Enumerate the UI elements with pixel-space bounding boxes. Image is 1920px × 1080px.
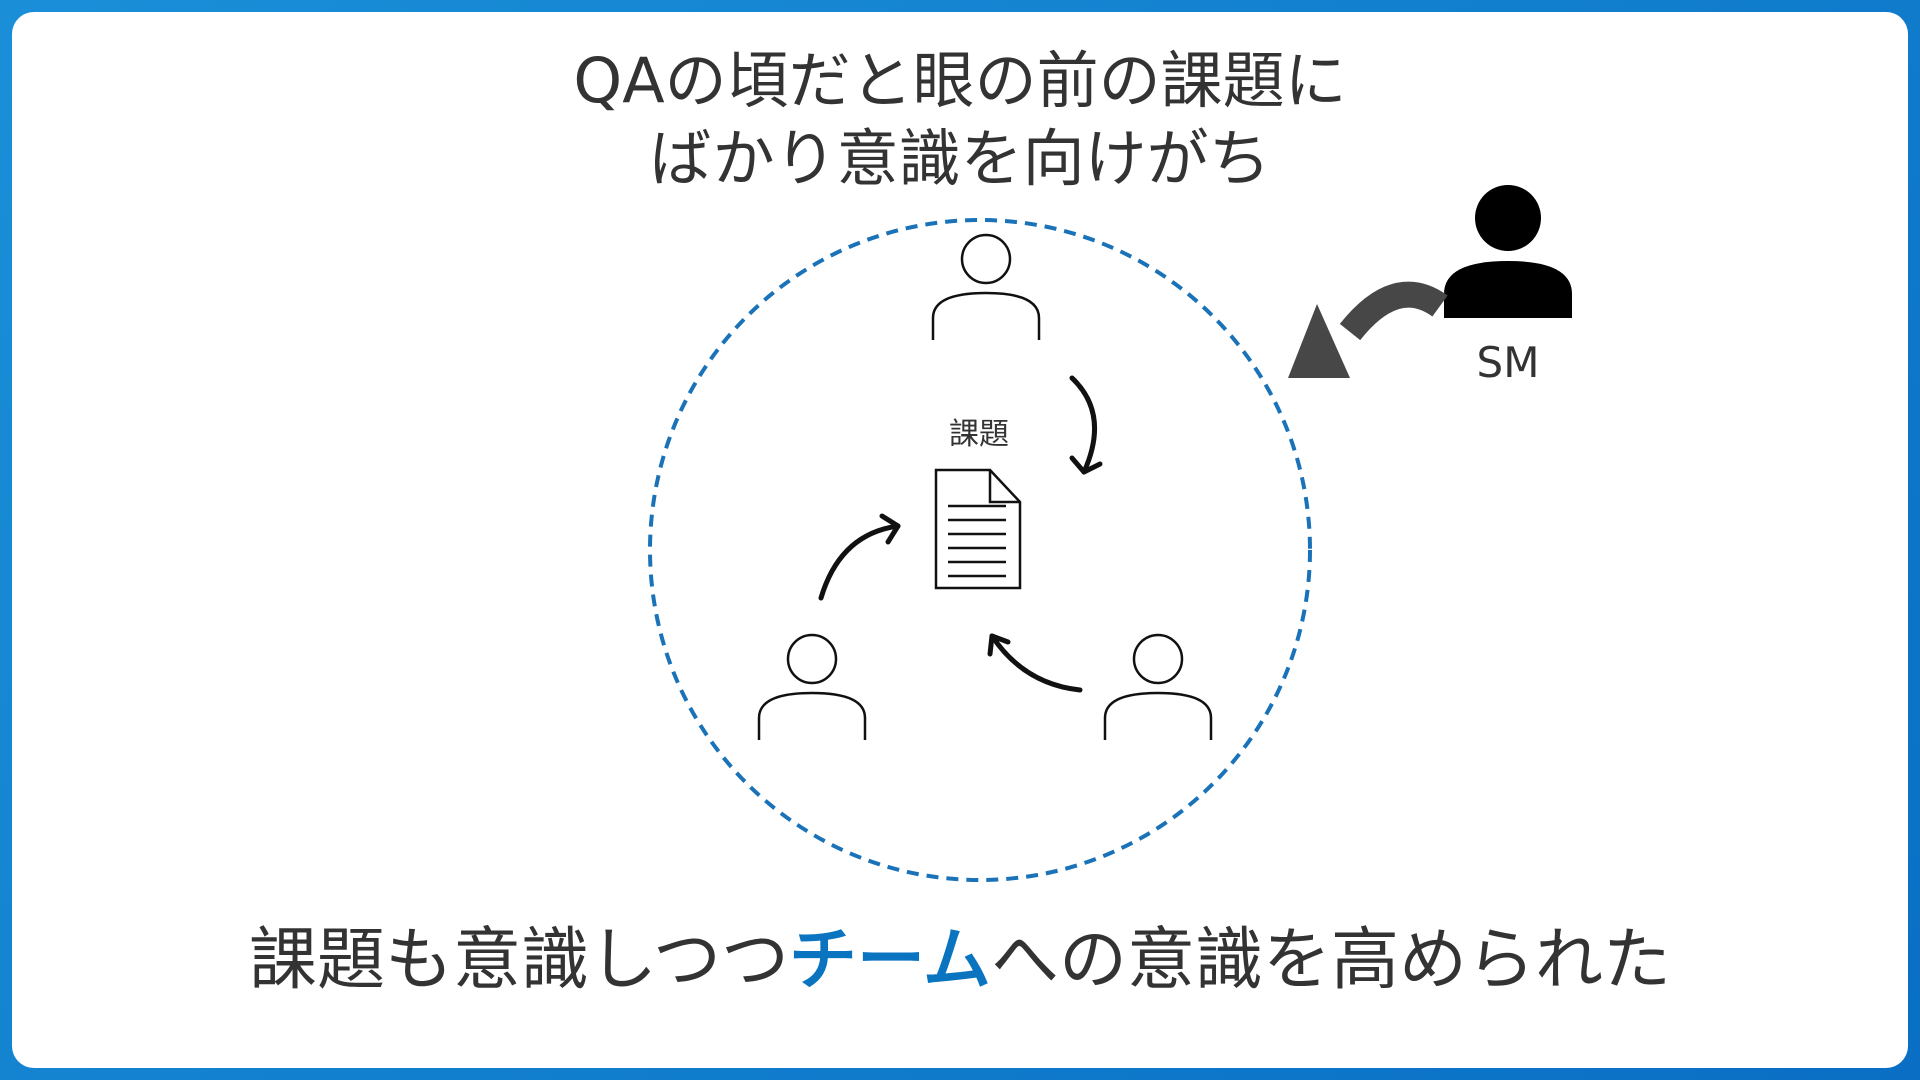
person-icon [757,633,867,740]
curved-arrow-icon [818,513,901,601]
solid-person-icon [1444,185,1572,318]
curved-arrow-icon [987,633,1083,693]
document-icon [934,468,1022,590]
issue-label: 課題 [949,417,1009,452]
title-line-2: ばかり意識を向けがち [649,122,1271,195]
caption-highlight: チーム [788,921,991,1000]
slide: QAの頃だと眼の前の課題に ばかり意識を向けがち 課題 [12,12,1908,1068]
person-icon [931,233,1041,340]
curved-arrow-icon [1069,375,1103,475]
title-line-1: QAの頃だと眼の前の課題に [573,44,1347,117]
caption-before: 課題も意識しつつ [249,921,789,1000]
bottom-caption: 課題も意識しつつチームへの意識を高められた [12,916,1908,1006]
team-boundary-circle [648,218,1312,882]
sm-label: SM [1477,338,1540,387]
caption-after: への意識を高められた [990,921,1671,1000]
page-title: QAの頃だと眼の前の課題に ばかり意識を向けがち [12,42,1908,198]
person-icon [1103,633,1213,740]
curved-arrow-icon [1288,281,1448,378]
team-diagram: 課題 SM [648,185,1572,882]
